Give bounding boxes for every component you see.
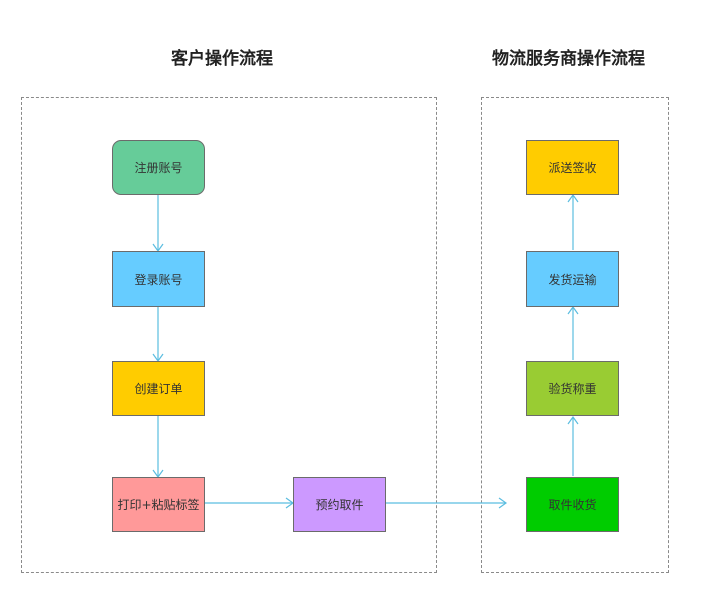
node-ship-transport: 发货运输 (526, 251, 619, 307)
node-schedule-pickup: 预约取件 (293, 477, 386, 532)
node-create-order: 创建订单 (112, 361, 205, 416)
node-login: 登录账号 (112, 251, 205, 307)
node-pickup-receive: 取件收货 (526, 477, 619, 532)
arrowhead-deliver (567, 193, 579, 203)
logistics-flow-title: 物流服务商操作流程 (492, 49, 645, 69)
arrowhead-pickup (498, 497, 508, 509)
node-deliver-sign: 派送签收 (526, 140, 619, 195)
customer-lane (21, 97, 437, 573)
arrowhead-ship (567, 305, 579, 315)
node-register: 注册账号 (112, 140, 205, 195)
node-print-label: 打印+粘贴标签 (112, 477, 205, 532)
arrowhead-inspect (567, 415, 579, 425)
customer-flow-title: 客户操作流程 (171, 49, 273, 69)
node-inspect-weigh: 验货称重 (526, 361, 619, 416)
logistics-lane (481, 97, 669, 573)
